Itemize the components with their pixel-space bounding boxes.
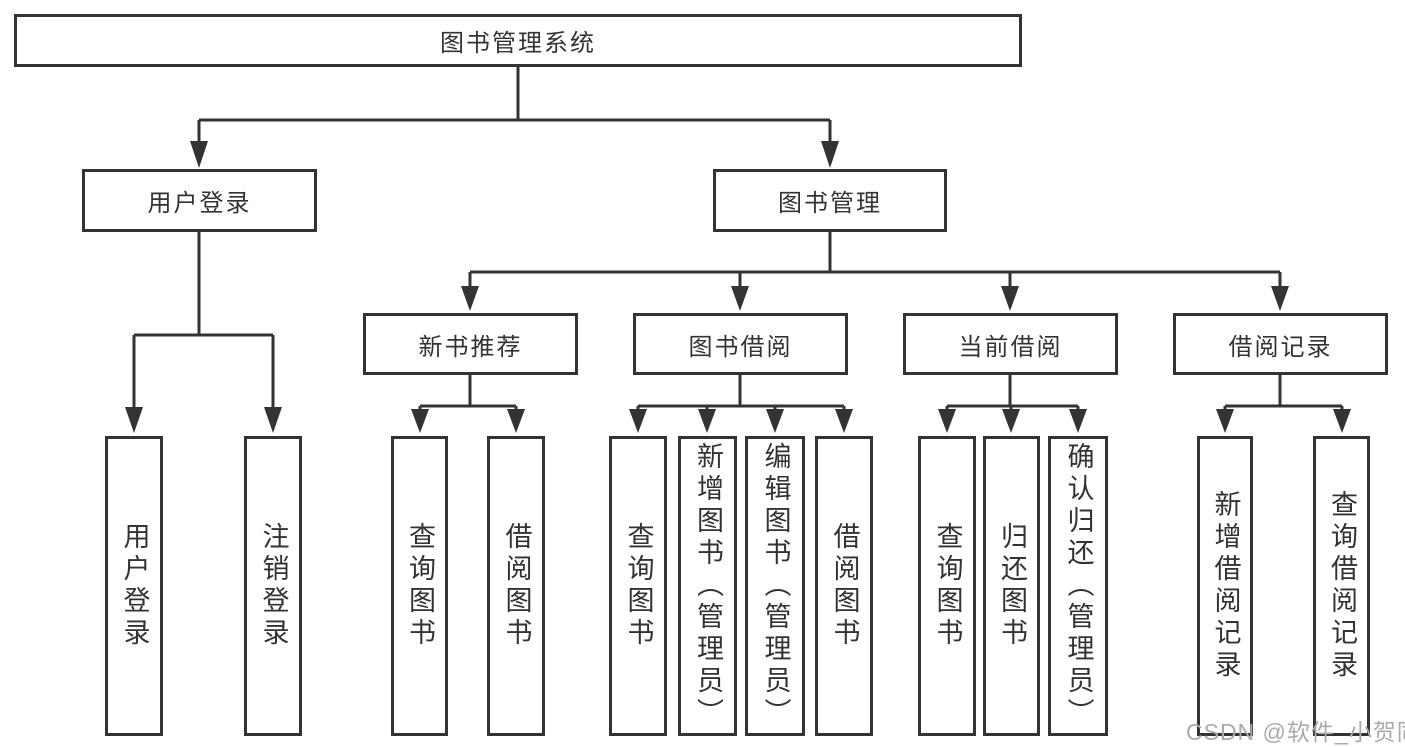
- arrowhead-icon: [1333, 409, 1351, 433]
- leaf-borrow-books-newrec: 借阅图书: [487, 436, 545, 736]
- arrowhead-icon: [1001, 286, 1019, 311]
- arrowhead-icon: [1216, 409, 1234, 433]
- node-book-borrowing: 图书借阅: [633, 313, 848, 375]
- connector-book-management-to-level3: [461, 232, 1289, 311]
- arrowhead-icon: [766, 409, 784, 433]
- leaf-label: 注销登录: [258, 522, 289, 650]
- arrowhead-icon: [264, 407, 282, 433]
- connector-new-book-rec-to-leaves: [411, 375, 525, 433]
- leaf-confirm-return-admin: 确认归还（管理员）: [1048, 436, 1108, 736]
- leaf-label: 借阅图书: [829, 522, 860, 650]
- arrowhead-icon: [731, 286, 749, 311]
- arrowhead-icon: [461, 286, 479, 311]
- node-label: 图书管理系统: [440, 30, 596, 57]
- connector-borrowing-records-to-leaves: [1216, 375, 1351, 433]
- node-root-library-management-system: 图书管理系统: [14, 14, 1022, 67]
- leaf-user-login: 用户登录: [105, 436, 163, 736]
- leaf-label: 查询图书: [932, 522, 963, 650]
- arrowhead-icon: [1002, 409, 1020, 433]
- leaf-label: 查询图书: [623, 522, 654, 650]
- node-book-management: 图书管理: [713, 169, 947, 232]
- arrowhead-icon: [938, 409, 956, 433]
- leaf-label: 查询图书: [405, 522, 435, 650]
- node-label: 图书借阅: [688, 333, 793, 361]
- connector-book-borrowing-to-leaves: [629, 375, 853, 433]
- arrowhead-icon: [1069, 409, 1087, 433]
- node-label: 新书推荐: [418, 333, 523, 361]
- node-label: 当前借阅: [958, 333, 1063, 361]
- leaf-add-books-admin: 新增图书（管理员）: [678, 436, 737, 736]
- leaf-label: 确认归还（管理员）: [1063, 442, 1094, 730]
- leaf-label: 归还图书: [997, 522, 1027, 650]
- leaf-borrow-books-borrowing: 借阅图书: [815, 436, 873, 736]
- node-label: 用户登录: [147, 190, 252, 217]
- node-current-borrowing: 当前借阅: [903, 313, 1118, 375]
- leaf-label: 新增图书（管理员）: [693, 442, 723, 730]
- leaf-add-borrowing-record: 新增借阅记录: [1197, 436, 1253, 736]
- node-label: 图书管理: [778, 190, 882, 217]
- node-new-book-recommendation: 新书推荐: [363, 313, 578, 375]
- leaf-query-books-borrowing: 查询图书: [609, 436, 667, 736]
- leaf-logout-login: 注销登录: [244, 436, 302, 736]
- csdn-watermark: CSDN @软件_小贺同学: [1186, 719, 1405, 745]
- connector-user-login-to-leaves: [125, 232, 282, 433]
- leaf-return-books: 归还图书: [983, 436, 1040, 736]
- leaf-edit-books-admin: 编辑图书（管理员）: [745, 436, 805, 736]
- arrowhead-icon: [507, 409, 525, 433]
- leaf-label: 新增借阅记录: [1210, 490, 1241, 682]
- leaf-label: 查询借阅记录: [1327, 490, 1357, 682]
- arrowhead-icon: [698, 409, 716, 433]
- leaf-query-borrowing-record: 查询借阅记录: [1313, 436, 1370, 736]
- arrowhead-icon: [190, 141, 208, 168]
- leaf-query-books-newrec: 查询图书: [391, 436, 448, 736]
- leaf-label: 编辑图书（管理员）: [760, 442, 791, 730]
- leaf-label: 用户登录: [119, 522, 150, 650]
- connector-current-borrowing-to-leaves: [938, 375, 1087, 433]
- node-borrowing-records: 借阅记录: [1173, 313, 1388, 375]
- node-user-login: 用户登录: [82, 169, 317, 232]
- arrowhead-icon: [411, 409, 429, 433]
- arrowhead-icon: [1271, 286, 1289, 311]
- arrowhead-icon: [125, 407, 143, 433]
- connector-root-to-level2: [190, 66, 839, 168]
- arrowhead-icon: [821, 141, 839, 168]
- leaf-query-books-current: 查询图书: [918, 436, 976, 736]
- leaf-label: 借阅图书: [501, 522, 532, 650]
- node-label: 借阅记录: [1228, 333, 1333, 361]
- arrowhead-icon: [629, 409, 647, 433]
- arrowhead-icon: [835, 409, 853, 433]
